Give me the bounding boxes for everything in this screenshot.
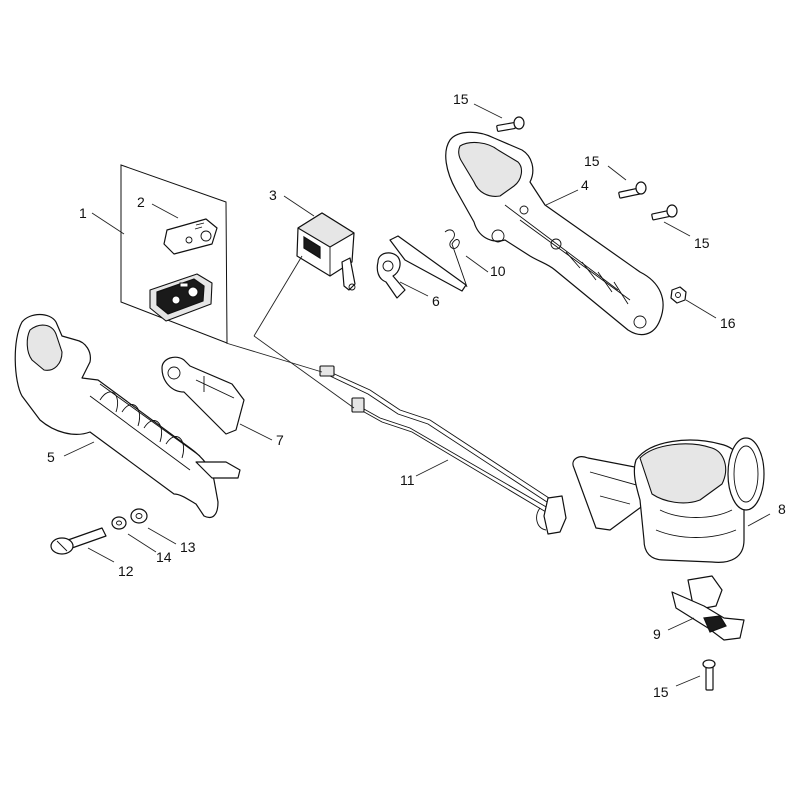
callout-15b: 15 — [584, 153, 600, 169]
callout-2: 2 — [137, 194, 145, 210]
part-8-motor-housing — [572, 437, 765, 563]
part-6-trigger — [376, 235, 467, 299]
part-11-wiring-harness — [319, 365, 567, 535]
part-1-switch-plate — [149, 273, 213, 322]
callout-15c: 15 — [694, 235, 710, 251]
callout-14: 14 — [156, 549, 172, 565]
callout-6: 6 — [432, 293, 440, 309]
callout-8: 8 — [778, 501, 786, 517]
callout-15a: 15 — [453, 91, 469, 107]
leader-lines — [63, 103, 771, 687]
part-15-screw-lower — [651, 204, 678, 221]
callout-11: 11 — [400, 472, 415, 488]
part-15-screw-top — [496, 116, 525, 132]
callout-1: 1 — [79, 205, 87, 221]
callout-16: 16 — [720, 315, 736, 331]
part-4-handle-half — [445, 131, 664, 336]
part-10-spring — [444, 229, 468, 288]
callout-5: 5 — [47, 449, 55, 465]
part-9-bracket — [671, 575, 745, 641]
part-16-nut — [670, 286, 687, 304]
callout-9: 9 — [653, 626, 661, 642]
callout-4: 4 — [581, 177, 589, 193]
part-3-switch — [296, 212, 356, 291]
part-7-lever — [161, 356, 245, 435]
part-14-washer — [111, 516, 127, 530]
callout-3: 3 — [269, 187, 277, 203]
part-15-screw-mid — [618, 181, 647, 199]
callout-labels: 1 2 3 4 5 6 7 8 9 10 11 12 13 14 15 15 1… — [47, 91, 786, 700]
callout-7: 7 — [276, 432, 284, 448]
callout-10: 10 — [490, 263, 506, 279]
part-2-decal — [163, 218, 218, 255]
callout-12: 12 — [118, 563, 134, 579]
part-12-bolt — [50, 527, 107, 555]
callout-15d: 15 — [653, 684, 669, 700]
part-15-screw-bottom — [702, 659, 716, 691]
callout-13: 13 — [180, 539, 196, 555]
part-5-front-handle — [14, 313, 241, 519]
part-13-washer — [130, 508, 148, 524]
